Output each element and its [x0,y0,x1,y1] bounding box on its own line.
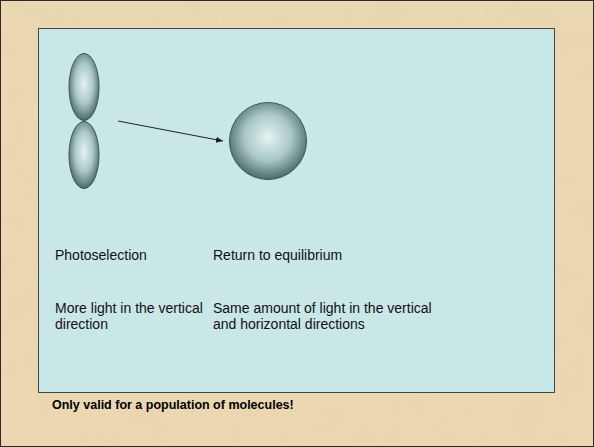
dumbbell-emission-lobes [68,52,100,190]
stage-heading: Return to equilibrium [213,247,342,263]
stage-heading: Photoselection [55,247,147,263]
illustration-group: PhotoselectionMore light in the vertical… [55,50,215,350]
stage-description: More light in the vertical direction [55,300,213,332]
stage-description: Same amount of light in the vertical and… [213,300,441,332]
content-panel [38,28,555,393]
isotropic-sphere [228,101,308,181]
transition-arrow [118,121,223,141]
footnote: Only valid for a population of molecules… [52,398,294,412]
illustration-group: Return to equilibriumSame amount of ligh… [213,50,443,350]
